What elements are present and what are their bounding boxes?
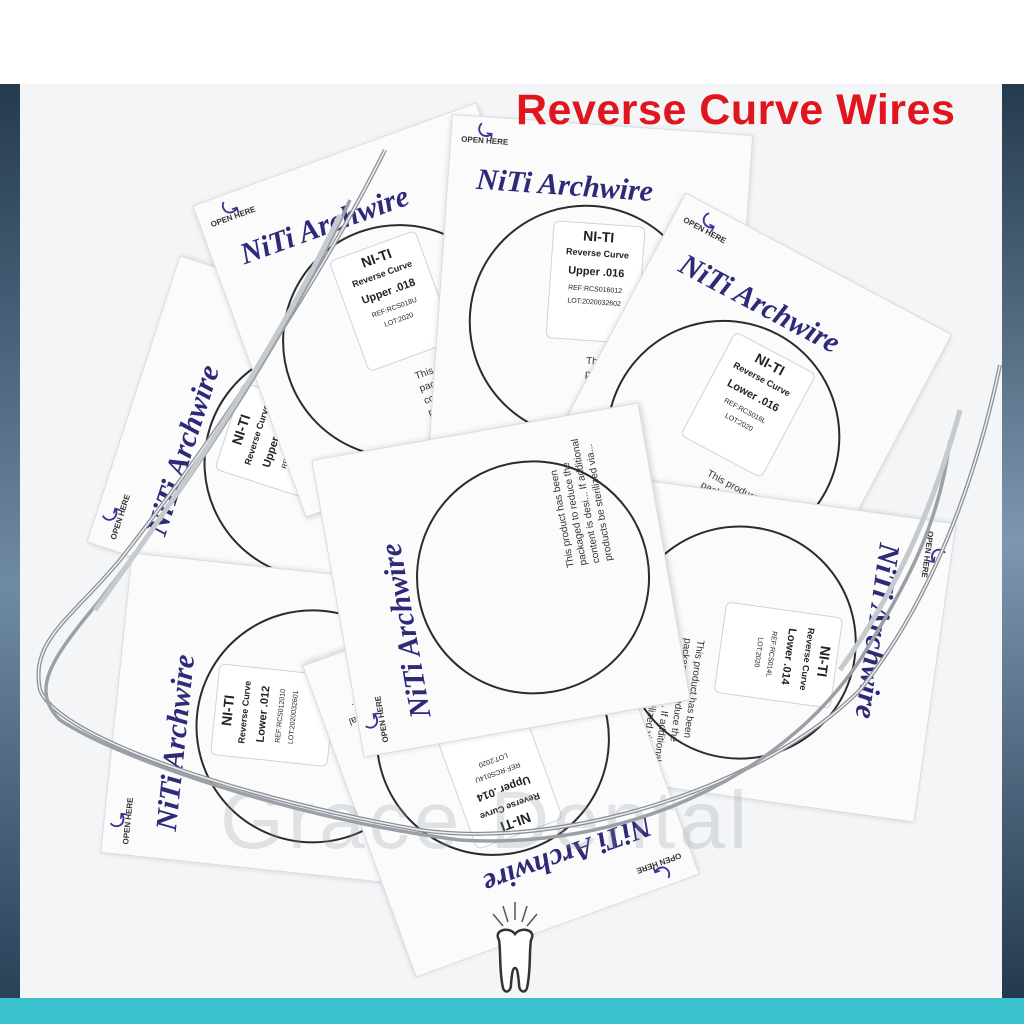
- open-here-marker: ⤿OPEN HERE: [460, 120, 509, 147]
- label-material: NI-TI: [582, 227, 615, 246]
- bottom-accent-band: [0, 998, 1024, 1024]
- open-here-marker: ⤿OPEN HERE: [682, 207, 732, 246]
- wire-loop: [397, 441, 669, 713]
- label-ref: REF:RCS016012: [567, 284, 623, 296]
- open-here-marker: ⤿OPEN HERE: [206, 196, 257, 229]
- open-here-marker: ⤿OPEN HERE: [919, 530, 948, 579]
- label-type: Reverse Curve: [565, 246, 630, 261]
- label-size: Upper .016: [567, 264, 625, 281]
- right-side-bar: [1002, 84, 1024, 998]
- top-margin: [0, 0, 1024, 84]
- open-here-marker: ⤿OPEN HERE: [361, 695, 391, 744]
- label-lot: LOT:2020032601: [287, 690, 301, 745]
- packet-brand: NiTi Archwire: [475, 162, 655, 209]
- archwire-packet: NiTi Archwire This product has been pack…: [311, 402, 691, 758]
- watermark: Grace Dental: [220, 775, 752, 866]
- left-side-bar: [0, 84, 20, 998]
- product-photo: NiTi Archwire NI-TI Reverse Curve Upper …: [20, 84, 1002, 998]
- open-here-marker: ⤿OPEN HERE: [107, 797, 136, 845]
- label-size: Lower .012: [254, 685, 273, 744]
- packet-label: NI-TI Reverse Curve Lower .014 REF:RCS01…: [713, 601, 844, 709]
- label-size: Lower .014: [778, 627, 799, 686]
- packet-brand: NiTi Archwire: [149, 652, 202, 833]
- page-title: Reverse Curve Wires: [516, 86, 956, 134]
- tooth-logo-icon: [492, 902, 538, 993]
- open-here-marker: ⤿OPEN HERE: [100, 490, 132, 541]
